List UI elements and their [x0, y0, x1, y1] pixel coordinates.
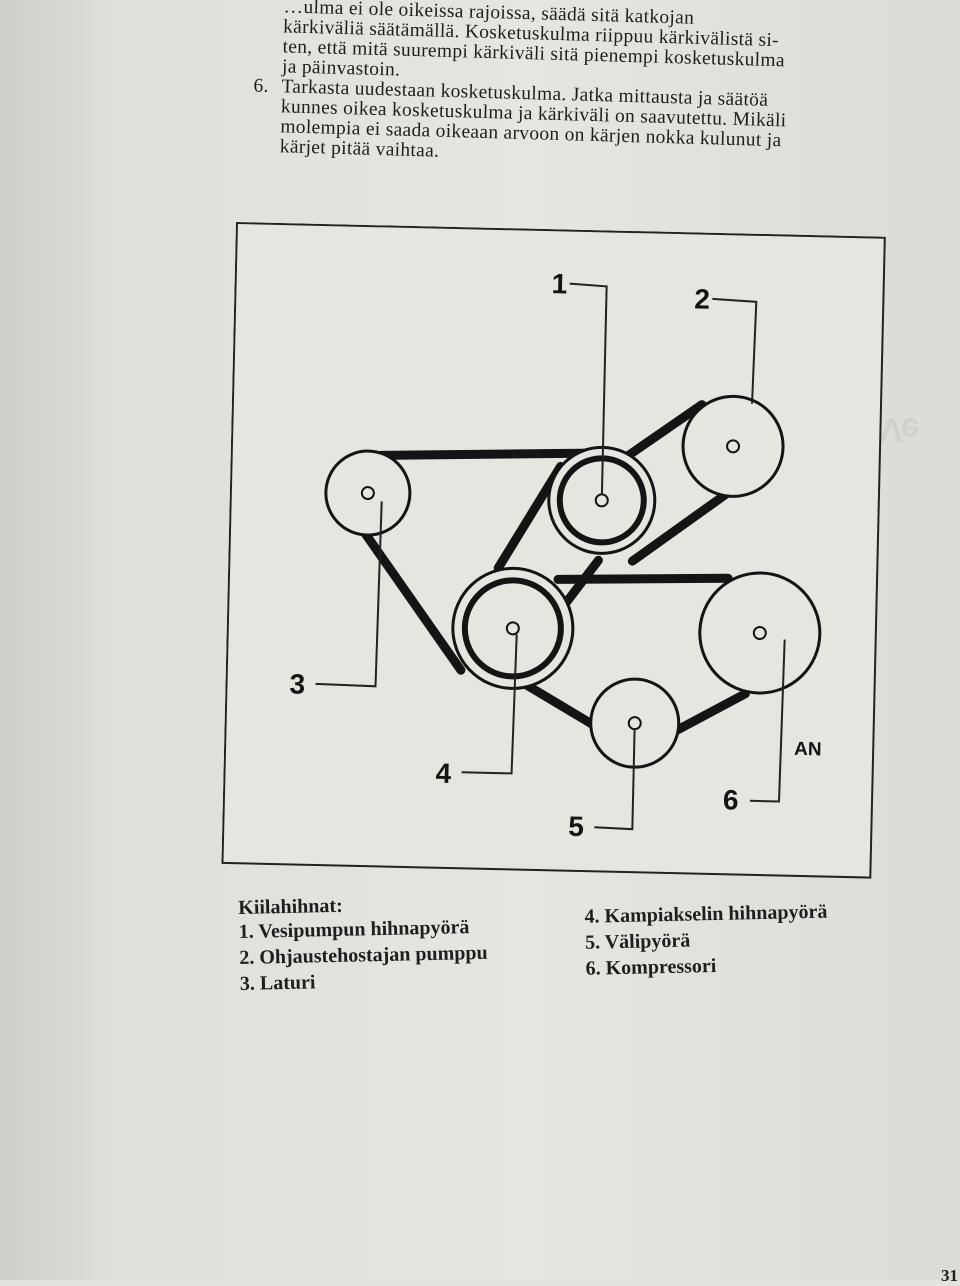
legend-item: 3. Laturi: [239, 971, 316, 995]
callout-3: 3: [289, 668, 305, 699]
pulley-center: [360, 486, 375, 501]
belt-segment: [553, 573, 733, 584]
leader-line-3: [315, 501, 383, 688]
leader-line-1: [569, 282, 608, 495]
callout-4: 4: [435, 758, 452, 789]
belt-segment: [354, 520, 466, 675]
legend-item: 6. Kompressori: [585, 955, 717, 980]
belt-segment: [616, 400, 707, 466]
belt-segment: [627, 483, 739, 566]
leader-line-5: [594, 729, 636, 831]
pulley-center: [627, 716, 642, 731]
leader-line-6: [749, 639, 786, 803]
belt-routing-diagram: 1 2 3 4 5 6 AN: [221, 222, 892, 887]
an-label: AN: [794, 739, 822, 761]
pulley-center: [594, 493, 609, 508]
legend-column-right: 4. Kampiakselin hihnapyörä 5. Välipyörä …: [584, 899, 828, 982]
instruction-text: …ulma ei ole oikeissa rajoissa, säädä si…: [232, 0, 886, 174]
list-number: 6.: [253, 75, 270, 97]
show-through-heading: Ve: [879, 409, 921, 449]
leader-lines: [315, 282, 786, 831]
leader-line-4: [461, 634, 518, 775]
diagram-svg: 1 2 3 4 5 6 AN: [221, 222, 886, 879]
callout-2: 2: [694, 283, 710, 314]
pulley-center: [726, 439, 741, 454]
callout-5: 5: [568, 811, 584, 842]
callout-6: 6: [723, 784, 739, 815]
pulley-center: [505, 621, 520, 636]
diagram-frame: [221, 222, 886, 879]
legend-item: 4. Kampiakselin hihnapyörä: [584, 900, 828, 928]
belt-segment: [376, 448, 598, 460]
legend-item: 2. Ohjaustehostajan pumppu: [239, 941, 488, 969]
callout-1: 1: [551, 268, 567, 299]
page-number: 31: [941, 1266, 958, 1285]
leader-line-2: [712, 297, 758, 404]
legend: Kiilahihnat: 1. Vesipumpun hihnapyörä 2.…: [238, 882, 880, 1005]
legend-column-left: 1. Vesipumpun hihnapyörä 2. Ohjaustehost…: [239, 914, 489, 997]
pulley-center: [752, 625, 767, 640]
pulleys: [324, 394, 822, 769]
